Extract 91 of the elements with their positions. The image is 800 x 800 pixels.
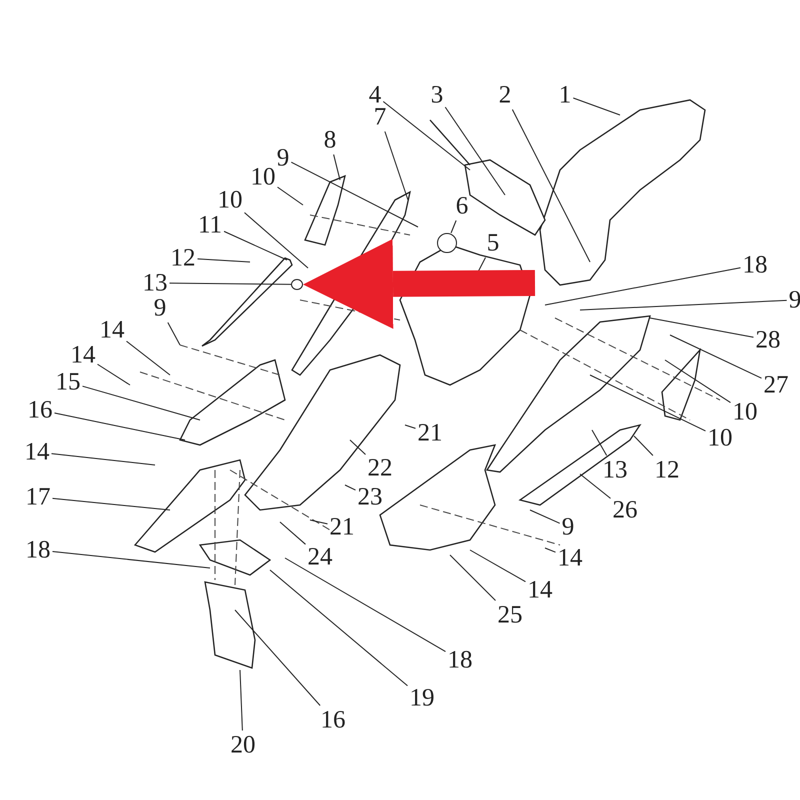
leader-line — [478, 257, 486, 272]
leader-line — [450, 554, 496, 601]
callout-number: 28 — [756, 328, 780, 352]
leader-line — [350, 440, 366, 455]
leader-line — [670, 334, 762, 379]
leader-line — [470, 550, 526, 582]
leader-line — [52, 498, 170, 510]
leader-line — [650, 318, 754, 338]
callout-number: 3 — [430, 82, 444, 108]
leader-line — [126, 340, 170, 376]
callout-number: 18 — [448, 648, 472, 672]
leader-line — [169, 282, 292, 285]
callout-number: 20 — [230, 732, 256, 758]
callout-number: 15 — [56, 370, 80, 394]
callout-number: 5 — [486, 230, 500, 256]
leader-line — [277, 186, 304, 206]
callout-number: 13 — [142, 270, 168, 296]
highlight-arrow — [303, 238, 536, 329]
callout-number: 11 — [198, 212, 222, 238]
leader-line — [244, 212, 308, 268]
leader-line — [544, 548, 556, 553]
leader-line — [284, 558, 446, 652]
callout-number: 10 — [218, 188, 242, 212]
leader-line — [580, 474, 611, 499]
leader-line — [382, 101, 470, 170]
leader-line — [444, 106, 506, 196]
callout-number: 10 — [250, 164, 276, 190]
callout-number: 17 — [26, 484, 50, 510]
callout-number: 14 — [558, 546, 582, 570]
callout-number: 24 — [308, 544, 332, 570]
callout-number: 14 — [528, 578, 552, 602]
leader-line — [344, 484, 356, 491]
callout-number: 23 — [358, 484, 382, 510]
leader-line — [580, 300, 788, 310]
callout-number: 21 — [418, 420, 442, 446]
leader-line — [590, 374, 706, 432]
leader-line — [51, 453, 156, 466]
leader-line — [530, 510, 560, 524]
callout-number: 12 — [654, 458, 680, 482]
leader-line — [592, 430, 608, 456]
callout-number: 10 — [708, 426, 732, 450]
leader-line — [240, 670, 243, 731]
callout-number: 9 — [562, 514, 574, 540]
callout-number: 19 — [410, 686, 434, 710]
callout-number: 25 — [498, 602, 522, 628]
leader-line — [52, 551, 210, 568]
leader-line — [384, 131, 408, 200]
callout-number: 12 — [170, 246, 196, 270]
leader-line — [167, 322, 180, 346]
callout-number: 14 — [70, 342, 96, 368]
leader-line — [544, 267, 741, 306]
callout-number: 22 — [368, 456, 392, 480]
leader-line — [234, 610, 321, 706]
leader-line — [54, 412, 186, 440]
callout-number: 18 — [742, 252, 768, 278]
leader-line — [224, 230, 288, 260]
leader-line — [404, 424, 416, 429]
callout-number: 9 — [154, 296, 166, 320]
callout-number: 18 — [26, 538, 50, 562]
leader-line — [270, 570, 408, 686]
callout-number: 21 — [330, 514, 354, 540]
leader-line — [450, 220, 457, 234]
leader-line — [634, 436, 654, 456]
callout-number: 6 — [456, 194, 468, 218]
callout-number: 16 — [28, 398, 52, 422]
callout-number: 9 — [788, 288, 800, 312]
leader-line — [82, 386, 200, 420]
leader-line — [664, 360, 731, 404]
callout-number: 7 — [374, 104, 386, 130]
callout-number: 27 — [764, 372, 788, 398]
callout-number: 13 — [602, 458, 628, 482]
callout-number: 9 — [276, 146, 290, 170]
leader-line — [333, 154, 340, 180]
leader-line — [97, 364, 130, 386]
callout-number: 10 — [732, 400, 758, 424]
leader-line — [310, 520, 328, 524]
leader-line — [197, 258, 250, 262]
leader-line — [280, 522, 306, 545]
leader-line — [572, 98, 620, 116]
leader-line — [512, 109, 590, 262]
leader-line — [290, 162, 418, 228]
callout-number: 14 — [100, 318, 124, 342]
callout-number: 1 — [558, 82, 572, 108]
callout-number: 26 — [612, 498, 638, 522]
callout-number: 14 — [24, 440, 50, 464]
callout-number: 16 — [320, 708, 346, 732]
callout-number: 4 — [368, 82, 382, 108]
nut-part — [291, 279, 303, 290]
callout-number: 2 — [498, 82, 512, 108]
callout-number: 8 — [324, 128, 336, 152]
filler-cap — [437, 233, 457, 253]
